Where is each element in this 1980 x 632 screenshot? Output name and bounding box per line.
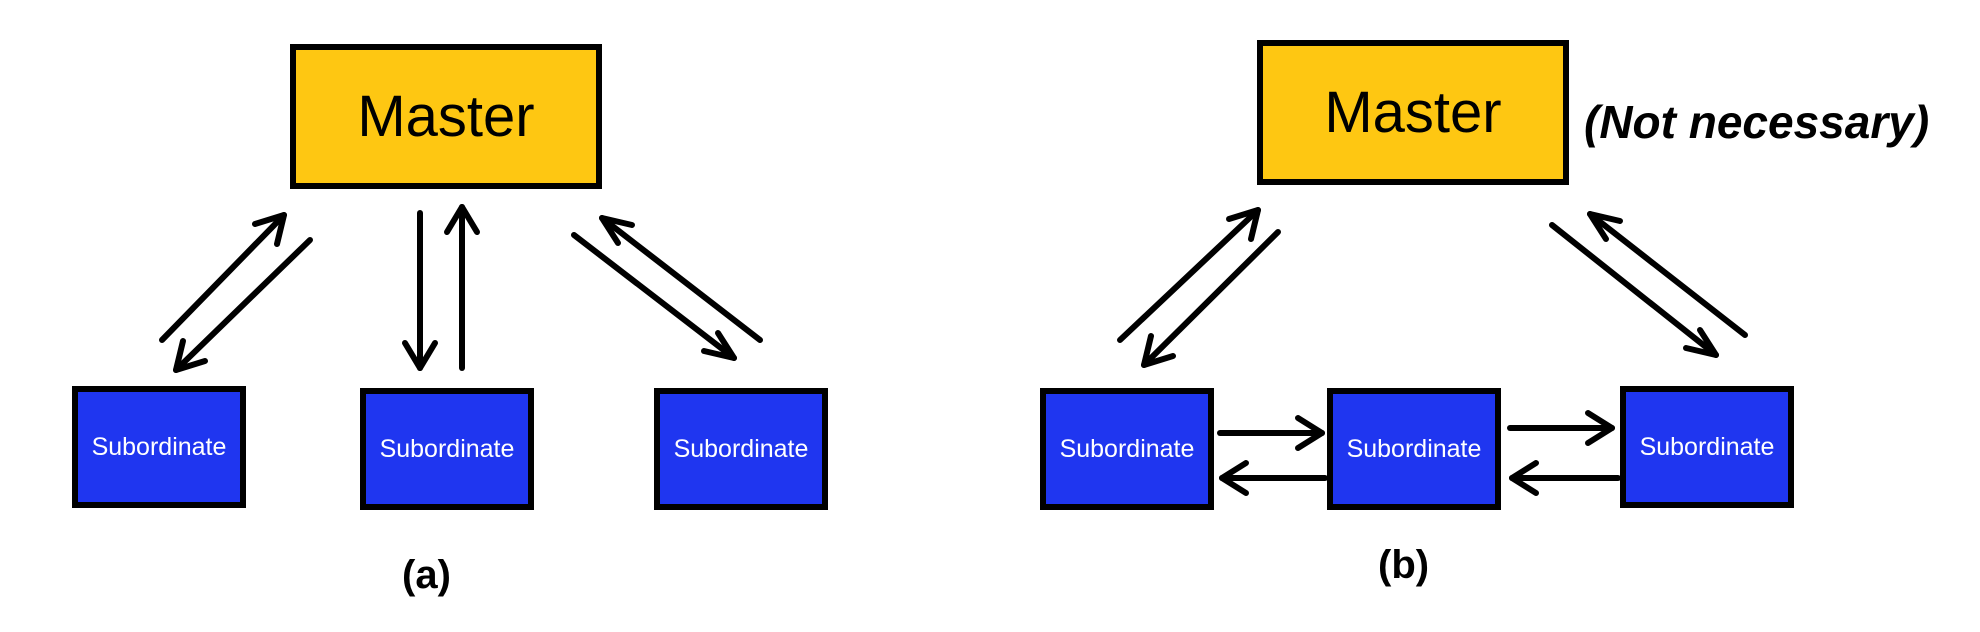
master-label-a: Master: [357, 84, 535, 149]
arrow-a-left-down: [173, 237, 313, 373]
arrow-b-right-down: [1549, 222, 1719, 358]
arrow-a-right-up: [599, 215, 763, 343]
master-box-b: Master: [1257, 40, 1569, 185]
master-box-a: Master: [290, 44, 602, 189]
subordinate-label: Subordinate: [1346, 434, 1482, 463]
arrow-b-sub2-to-sub3: [1507, 410, 1615, 446]
arrow-b-left-up: [1117, 207, 1261, 343]
master-label-b: Master: [1324, 80, 1502, 145]
subordinate-label: Subordinate: [91, 432, 227, 461]
subordinate-label: Subordinate: [673, 434, 809, 463]
subordinate-box-a-3: Subordinate: [654, 388, 828, 510]
master-note-b: (Not necessary): [1584, 96, 1930, 148]
subordinate-box-a-2: Subordinate: [360, 388, 534, 510]
arrow-b-right-up: [1587, 211, 1748, 338]
subordinate-box-b-3: Subordinate: [1620, 386, 1794, 508]
arrow-a-right-down: [571, 232, 737, 361]
subordinate-box-a-1: Subordinate: [72, 386, 246, 508]
arrow-b-left-down: [1141, 229, 1281, 368]
arrow-a-mid-up: [444, 204, 480, 371]
subordinate-label: Subordinate: [379, 434, 515, 463]
panel-caption-b: (b): [1378, 543, 1430, 587]
subordinate-box-b-1: Subordinate: [1040, 388, 1214, 510]
subordinate-box-b-2: Subordinate: [1327, 388, 1501, 510]
panel-caption-a: (a): [402, 553, 451, 597]
arrow-a-left-up: [159, 212, 287, 343]
subordinate-label: Subordinate: [1059, 434, 1195, 463]
arrow-a-mid-down: [402, 210, 438, 371]
subordinate-label: Subordinate: [1639, 432, 1775, 461]
arrow-b-sub1-to-sub2: [1217, 415, 1325, 451]
arrow-b-sub2-to-sub1: [1219, 460, 1328, 496]
arrow-b-sub3-to-sub2: [1509, 460, 1621, 496]
